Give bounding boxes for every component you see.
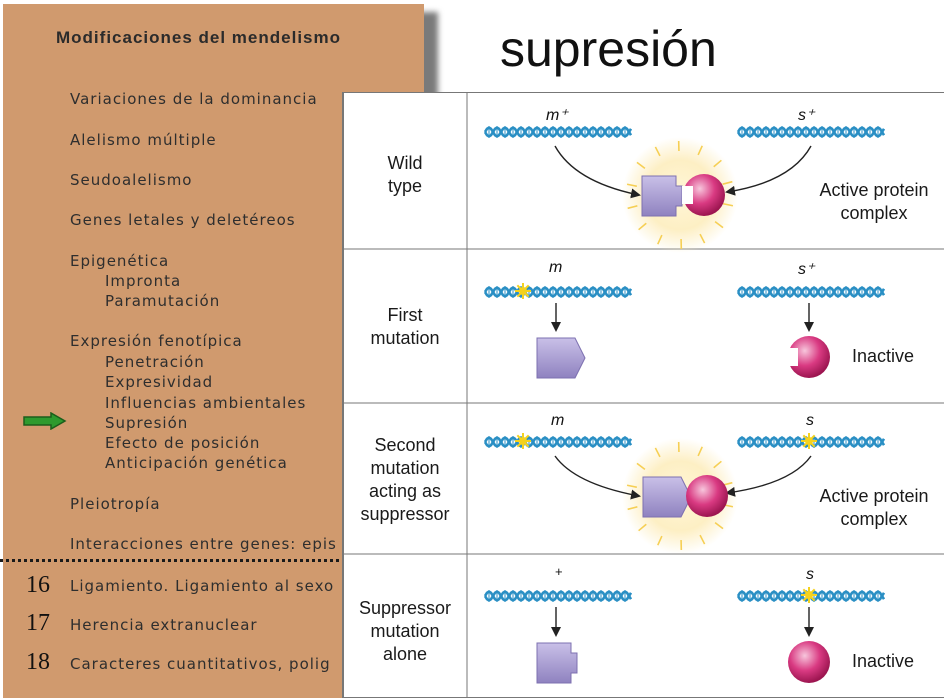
s-protein-icon xyxy=(686,475,728,517)
topic-item: Interacciones entre genes: epis xyxy=(70,535,337,553)
s-protein-icon xyxy=(788,641,830,683)
topic-item: Genes letales y deletéreos xyxy=(70,211,296,229)
mutation-star-icon xyxy=(801,433,817,449)
s-protein-icon xyxy=(683,174,725,216)
row-label-suppressor-alone: Suppressor mutation alone xyxy=(358,598,452,664)
mutant-m-protein-icon xyxy=(536,337,586,379)
chapter-number: 17 xyxy=(26,610,50,636)
subtopic-item: Paramutación xyxy=(105,292,221,310)
mutation-star-icon xyxy=(515,433,531,449)
arrow-icon xyxy=(554,455,641,500)
dna-strand-icon xyxy=(483,285,633,299)
mutation-star-icon xyxy=(801,587,817,603)
subtopic-item: Anticipación genética xyxy=(105,454,288,472)
topic-item: Expresión fenotípica xyxy=(70,332,243,350)
chapter-item: Caracteres cuantitativos, polig xyxy=(70,655,331,673)
row-label-first-mutation: First mutation xyxy=(370,305,440,348)
subtopic-item: Efecto de posición xyxy=(105,434,261,452)
diagram-graphics xyxy=(343,92,944,698)
m-protein-icon xyxy=(641,175,683,217)
chapter-number: 18 xyxy=(26,649,50,675)
result-inactive: Inactive xyxy=(851,346,915,366)
slide-heading: supresión xyxy=(500,21,717,77)
row-label-wild-type: Wild type xyxy=(387,153,423,196)
arrow-icon xyxy=(725,145,812,196)
topic-item: Pleiotropía xyxy=(70,495,161,513)
chapter-item: Herencia extranuclear xyxy=(70,616,258,634)
subtopic-item: Impronta xyxy=(105,272,182,290)
dna-strand-icon xyxy=(483,125,633,139)
protein-notch-icon xyxy=(787,348,798,366)
protein-notch-icon xyxy=(682,186,693,204)
mutant-m-protein-icon xyxy=(642,476,692,518)
chapter-item: Ligamiento. Ligamiento al sexo xyxy=(70,577,335,595)
chapter-number: 16 xyxy=(26,572,50,598)
result-active-complex: Active protein complex xyxy=(819,486,929,529)
result-inactive: Inactive xyxy=(851,651,915,671)
gene-label-m: m⁺ xyxy=(546,107,568,124)
topic-item: Variaciones de la dominancia xyxy=(70,90,318,108)
gene-label-m: m xyxy=(551,412,565,429)
subtopic-item: Expresividad xyxy=(105,373,214,391)
arrow-icon xyxy=(725,455,812,497)
dotted-divider xyxy=(0,559,345,562)
gene-label-s: s xyxy=(806,566,814,583)
topic-item: Alelismo múltiple xyxy=(70,131,217,149)
gene-label-m: m xyxy=(549,259,563,276)
gene-label-s: s⁺ xyxy=(798,261,815,278)
result-active-complex: Active protein complex xyxy=(819,180,929,223)
wild-m-protein-icon xyxy=(536,642,578,684)
subtopic-item: Penetración xyxy=(105,353,205,371)
panel-title: Modificaciones del mendelismo xyxy=(56,28,342,47)
subtopic-item-current: Supresión xyxy=(105,414,189,432)
row-label-second-mutation: Second mutation acting as suppressor xyxy=(360,435,450,524)
dna-strand-icon xyxy=(483,589,633,603)
green-arrow-icon xyxy=(23,412,67,430)
topic-item: Epigenética xyxy=(70,252,170,270)
gene-label-plus: + xyxy=(555,564,563,579)
gene-label-s: s xyxy=(806,412,814,429)
arrow-icon xyxy=(554,145,641,199)
topic-item: Seudoalelismo xyxy=(70,171,193,189)
dna-strand-icon xyxy=(736,125,886,139)
subtopic-item: Influencias ambientales xyxy=(105,394,307,412)
gene-label-s: s⁺ xyxy=(798,107,815,124)
suppression-diagram: Wild type First mutation Second mutation… xyxy=(342,92,944,698)
s-protein-icon xyxy=(788,336,830,378)
dna-strand-icon xyxy=(736,285,886,299)
mutation-star-icon xyxy=(515,283,531,299)
